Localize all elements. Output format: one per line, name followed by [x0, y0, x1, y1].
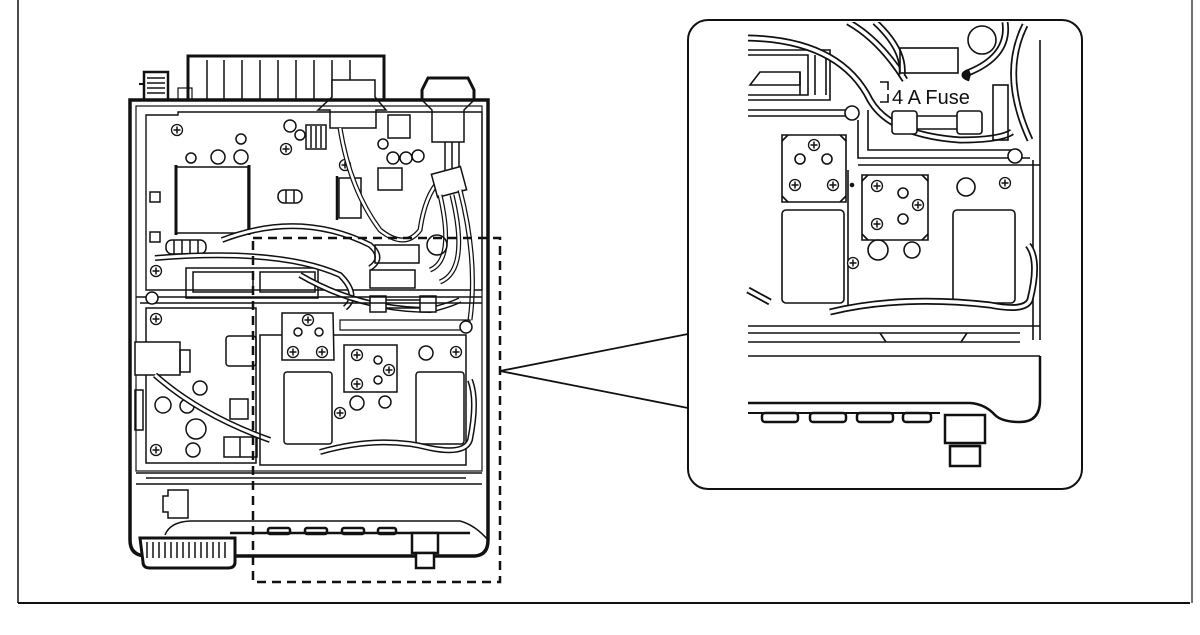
- module-1-detail: [782, 135, 846, 202]
- module-1: [282, 313, 334, 360]
- transceiver-unit: [130, 56, 488, 568]
- callout-pointer: [500, 334, 688, 408]
- power-connector: [318, 80, 386, 128]
- mic-jack: [163, 490, 188, 518]
- main-dial: [140, 538, 235, 568]
- antenna-connector-top: [422, 78, 474, 142]
- detail-callout: 4 A Fuse: [688, 20, 1082, 489]
- fuse-label: 4 A Fuse: [892, 87, 970, 109]
- antenna-connector-bottom: [412, 533, 438, 568]
- antenna-connector-detail: [945, 415, 985, 466]
- module-2-detail: [862, 175, 928, 240]
- top-knob: [139, 72, 192, 100]
- module-2: [344, 345, 397, 392]
